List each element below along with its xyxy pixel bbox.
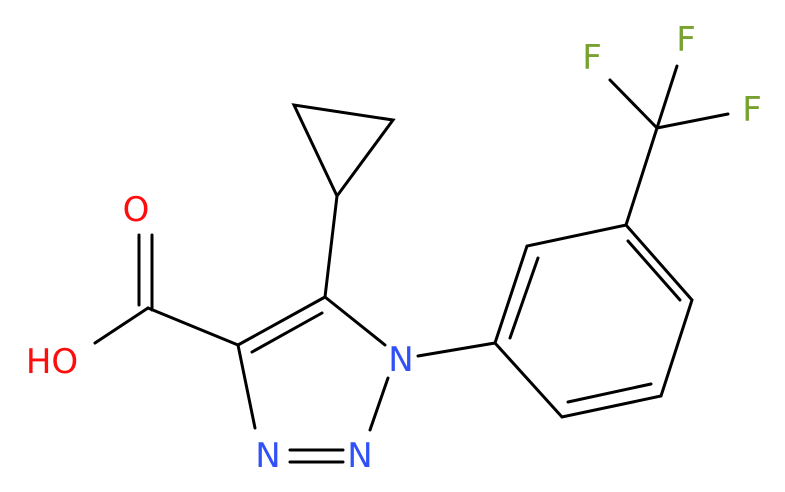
atom-n1: N [388,340,413,380]
bond-c-f2 [655,64,679,130]
bond-n3-c4 [236,343,257,430]
bond-c5-cyclopropyl [323,194,339,299]
bond-c-f1 [608,78,659,130]
bond-phenyl-cf3 [624,126,659,227]
atom-hydroxyl: HO [26,342,78,382]
phenyl-inner-3 [566,382,653,404]
bonds [93,64,730,464]
bond-c4-c5-inner [250,311,324,354]
atom-n2: N [347,436,372,476]
atom-labels: O HO N N N F F F [26,20,762,476]
phenyl-ring [493,223,694,419]
atom-f2: F [676,20,696,60]
bond-carboxyl-c4 [146,306,240,347]
phenyl-inner-2 [626,239,682,302]
atom-o-carbonyl: O [123,190,150,230]
bond-c4-c5 [236,295,327,347]
bond-c-oh [93,306,150,345]
bond-n1-n2 [368,376,390,432]
bond-c-f3 [655,112,730,130]
cyclopropyl-ring [291,103,396,199]
atom-f3: F [742,90,762,130]
atom-f1: F [582,38,602,78]
bond-c5-n1 [323,295,387,347]
phenyl-inner-1 [508,256,540,340]
atom-n3: N [255,436,280,476]
bond-n1-phenyl [416,341,497,358]
